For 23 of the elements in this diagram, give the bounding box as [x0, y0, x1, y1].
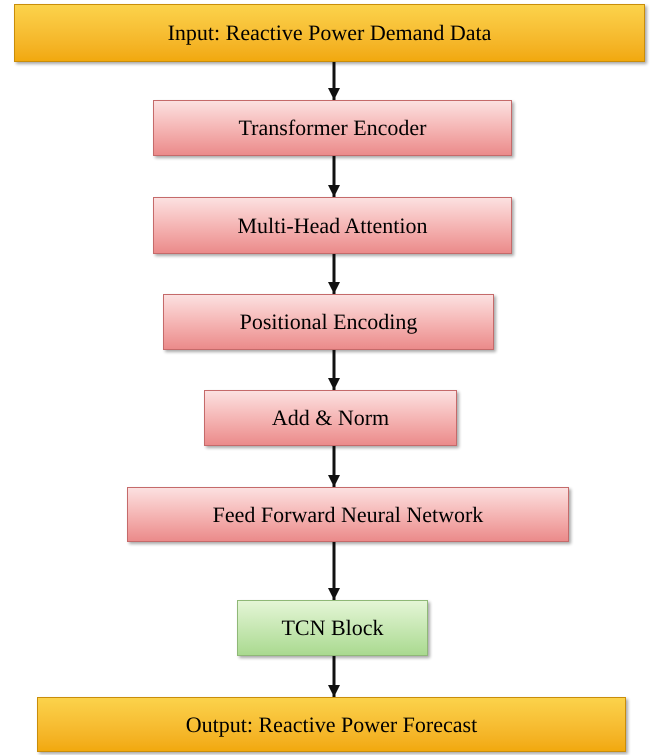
process-box [163, 294, 494, 350]
process-box [127, 487, 569, 542]
box-label: Multi-Head Attention [237, 212, 428, 240]
io-box [14, 4, 645, 62]
process-box [237, 600, 428, 656]
arrow [328, 446, 340, 487]
process-box [153, 197, 512, 254]
arrow [328, 254, 340, 294]
arrow [328, 156, 340, 197]
process-box [153, 100, 512, 156]
box-label: TCN Block [281, 614, 384, 642]
arrow [328, 656, 340, 697]
box-label: Positional Encoding [240, 308, 418, 336]
arrow [328, 350, 340, 390]
box-label: Output: Reactive Power Forecast [186, 710, 478, 738]
box-label: Add & Norm [272, 404, 390, 432]
arrow [328, 62, 340, 100]
box-label: Input: Reactive Power Demand Data [168, 19, 492, 47]
box-label: Feed Forward Neural Network [212, 500, 484, 528]
box-label: Transformer Encoder [238, 114, 426, 142]
process-box [204, 390, 457, 446]
io-box [37, 697, 626, 752]
arrow [328, 542, 340, 600]
